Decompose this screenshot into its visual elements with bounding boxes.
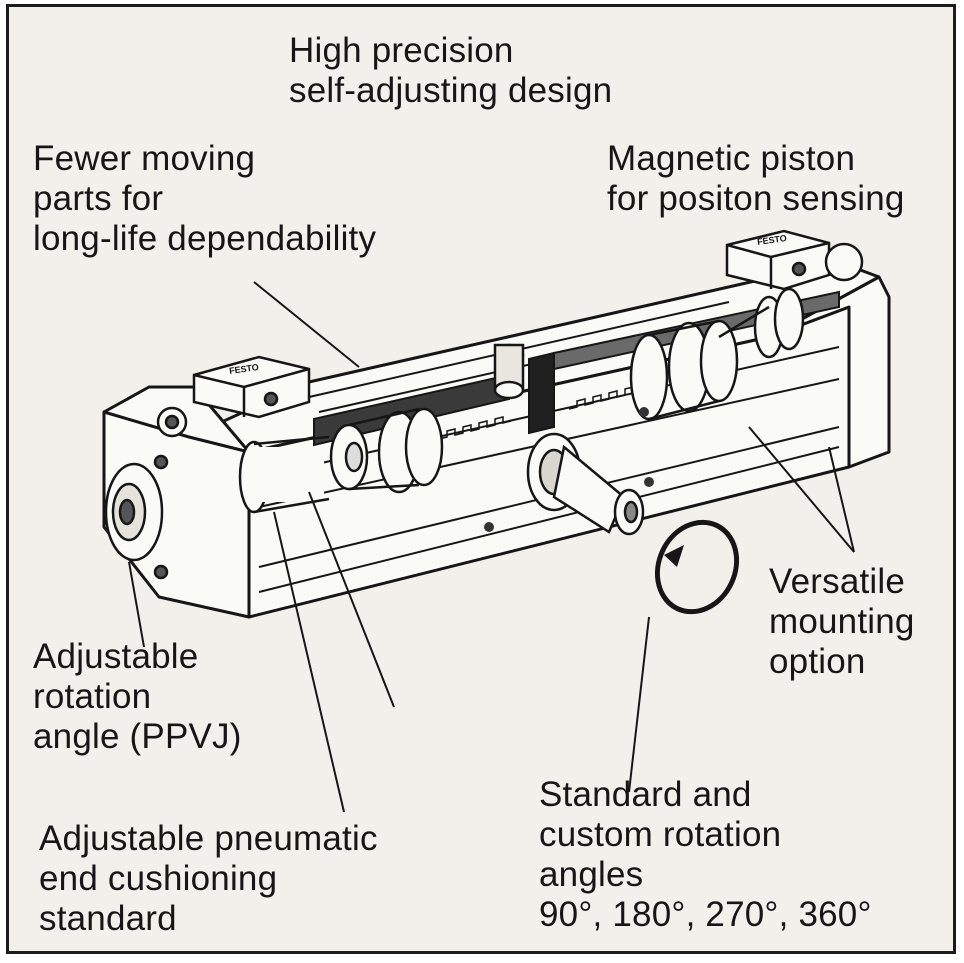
label-end-cushioning: Adjustable pneumatic end cushioning stan… <box>39 819 378 938</box>
label-adjustable-rotation-angle: Adjustable rotation angle (PPVJ) <box>33 637 242 756</box>
rotation-arrow-icon <box>654 519 740 615</box>
diagram-frame: High precision self-adjusting design Few… <box>6 4 956 954</box>
rotary-actuator-illustration <box>102 229 891 813</box>
label-magnetic-piston: Magnetic piston for positon sensing <box>607 139 905 218</box>
label-rotation-angles: Standard and custom rotation angles 90°,… <box>539 775 872 934</box>
left-piston <box>238 407 444 514</box>
mounting-holes <box>484 407 654 532</box>
rack-teeth <box>438 386 642 440</box>
right-piston <box>629 287 805 421</box>
label-versatile-mounting: Versatile mounting option <box>769 562 915 681</box>
output-shaft <box>493 343 645 536</box>
label-high-precision: High precision self-adjusting design <box>289 31 613 110</box>
leader-lines <box>128 281 855 813</box>
sensor-block-right <box>725 229 864 291</box>
end-cap-adjuster <box>104 406 188 580</box>
sensor-block-left <box>192 355 311 419</box>
label-fewer-moving-parts: Fewer moving parts for long-life dependa… <box>33 139 377 258</box>
